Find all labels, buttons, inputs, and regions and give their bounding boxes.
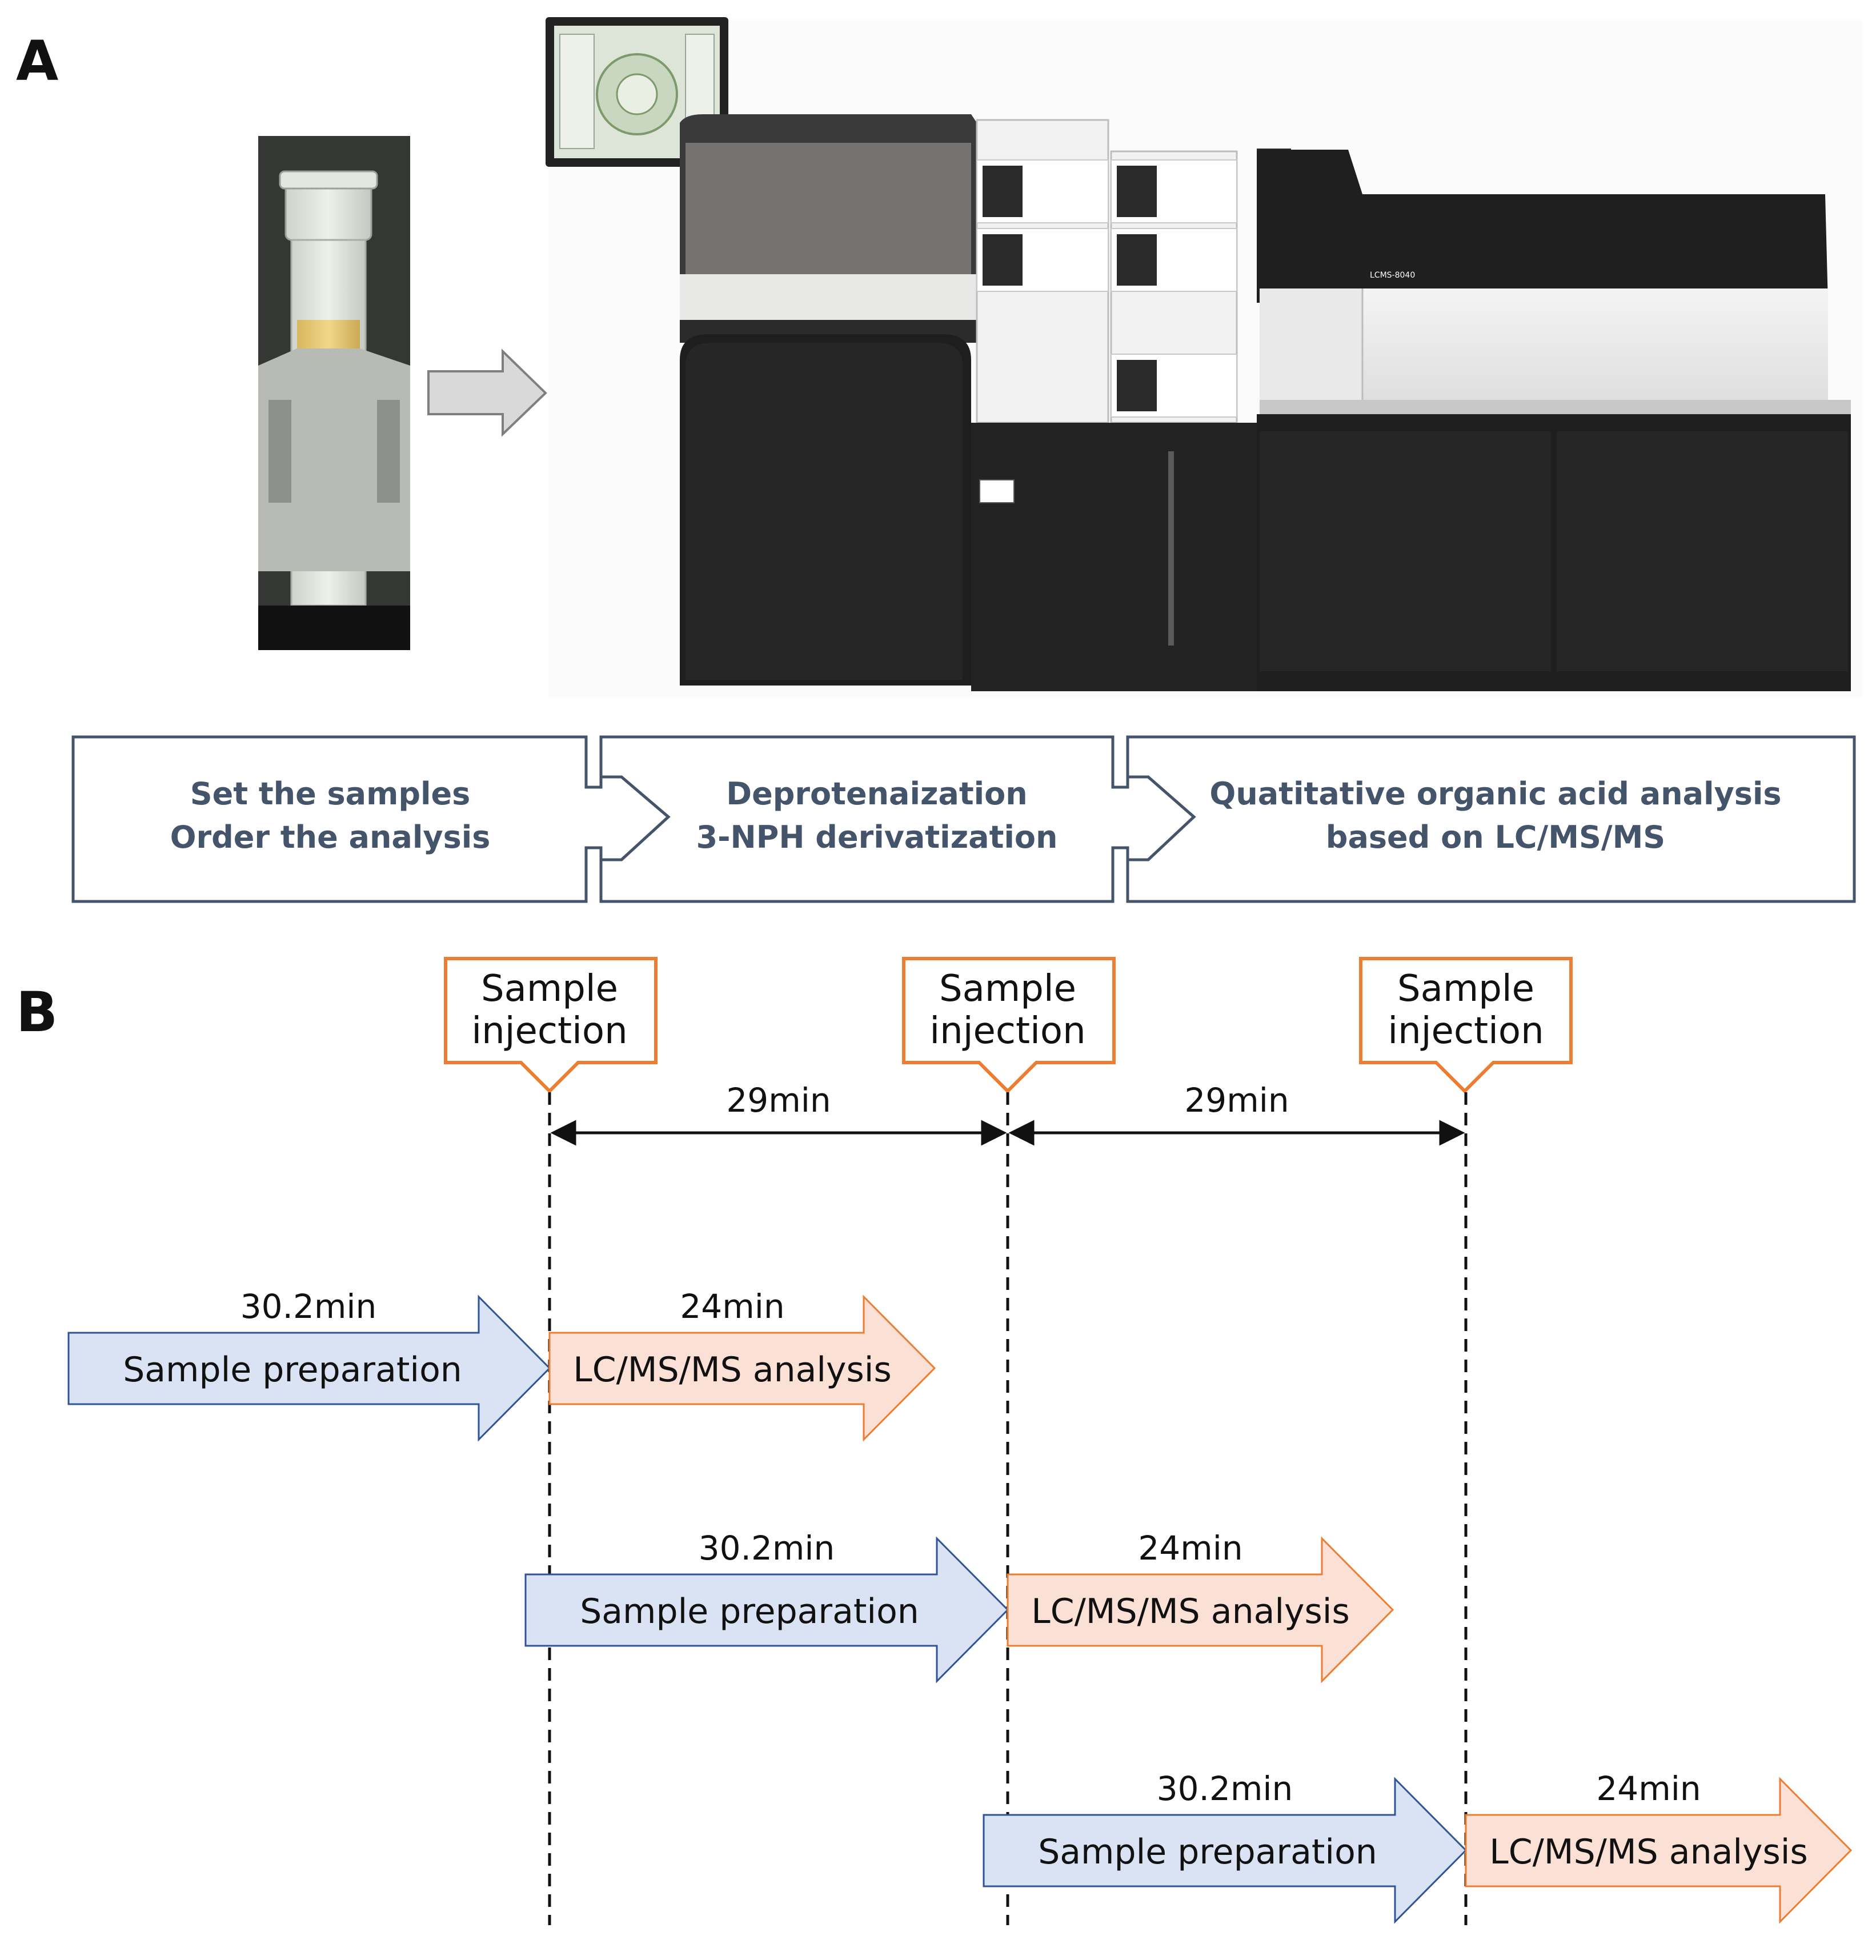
- grey-right-arrow: [427, 348, 547, 437]
- flow-step-3-line2: based on LC/MS/MS: [1326, 819, 1665, 855]
- analysis-label-2: LC/MS/MS analysis: [1031, 1592, 1349, 1632]
- injection-callout-1: Sample injection: [444, 957, 658, 1094]
- prep-duration-3: 30.2min: [1157, 1769, 1293, 1808]
- flow-step-3-box: [1126, 735, 1856, 903]
- panel-a-letter: A: [16, 29, 58, 93]
- flow-step-2-line1: Deprotenaization: [726, 776, 1027, 812]
- analysis-duration-3: 24min: [1596, 1769, 1701, 1808]
- panel-b-letter: B: [16, 980, 58, 1044]
- workflow-steps: Set the samples Order the analysis Depro…: [71, 735, 1856, 903]
- prep-arrow-1: [67, 1294, 551, 1442]
- flow-step-1-line1: Set the samples: [190, 776, 471, 812]
- flow-step-2-line2: 3-NPH derivatization: [696, 819, 1058, 855]
- timeline-row-2: 30.2min 24min Sample preparation LC/MS/M…: [524, 1529, 1394, 1684]
- prep-arrow-3: [983, 1777, 1468, 1924]
- prep-label-1: Sample preparation: [123, 1350, 462, 1390]
- prep-arrow-2: [524, 1536, 1009, 1684]
- timeline-row-1: 30.2min 24min Sample preparation LC/MS/M…: [67, 1287, 936, 1442]
- flow-step-3-line1: Quatitative organic acid analysis: [1209, 776, 1781, 812]
- injection-callout-3: Sample injection: [1359, 957, 1573, 1094]
- prep-duration-2: 30.2min: [699, 1529, 835, 1568]
- interval-label-2: 29min: [1184, 1081, 1289, 1120]
- injection-2-line2: injection: [929, 1010, 1085, 1052]
- flow-step-1-line2: Order the analysis: [170, 819, 491, 855]
- flow-step-2-box: [599, 735, 1196, 903]
- injection-1-line2: injection: [471, 1010, 627, 1052]
- analysis-duration-2: 24min: [1138, 1529, 1242, 1568]
- prep-label-2: Sample preparation: [580, 1592, 919, 1632]
- injection-3-line2: injection: [1388, 1010, 1544, 1052]
- analysis-arrow-3: [1465, 1777, 1853, 1924]
- injection-1-line1: Sample: [481, 968, 618, 1010]
- analysis-arrow-2: [1007, 1536, 1394, 1684]
- timeline-row-3: 30.2min 24min Sample preparation LC/MS/M…: [983, 1769, 1853, 1924]
- analysis-duration-1: 24min: [680, 1287, 784, 1326]
- prep-label-3: Sample preparation: [1038, 1832, 1377, 1872]
- interval-label-1: 29min: [726, 1081, 831, 1120]
- sample-tube-photo: [258, 136, 410, 650]
- lcms-instrument-photo: LCMS-8040: [546, 17, 1862, 697]
- analysis-label-1: LC/MS/MS analysis: [573, 1350, 891, 1390]
- analysis-label-3: LC/MS/MS analysis: [1489, 1832, 1807, 1872]
- injection-3-line1: Sample: [1397, 968, 1534, 1010]
- injection-callout-2: Sample injection: [902, 957, 1116, 1094]
- injection-2-line1: Sample: [939, 968, 1076, 1010]
- analysis-arrow-1: [548, 1294, 936, 1442]
- prep-duration-1: 30.2min: [240, 1287, 377, 1326]
- instrument-model-label: LCMS-8040: [1370, 271, 1415, 280]
